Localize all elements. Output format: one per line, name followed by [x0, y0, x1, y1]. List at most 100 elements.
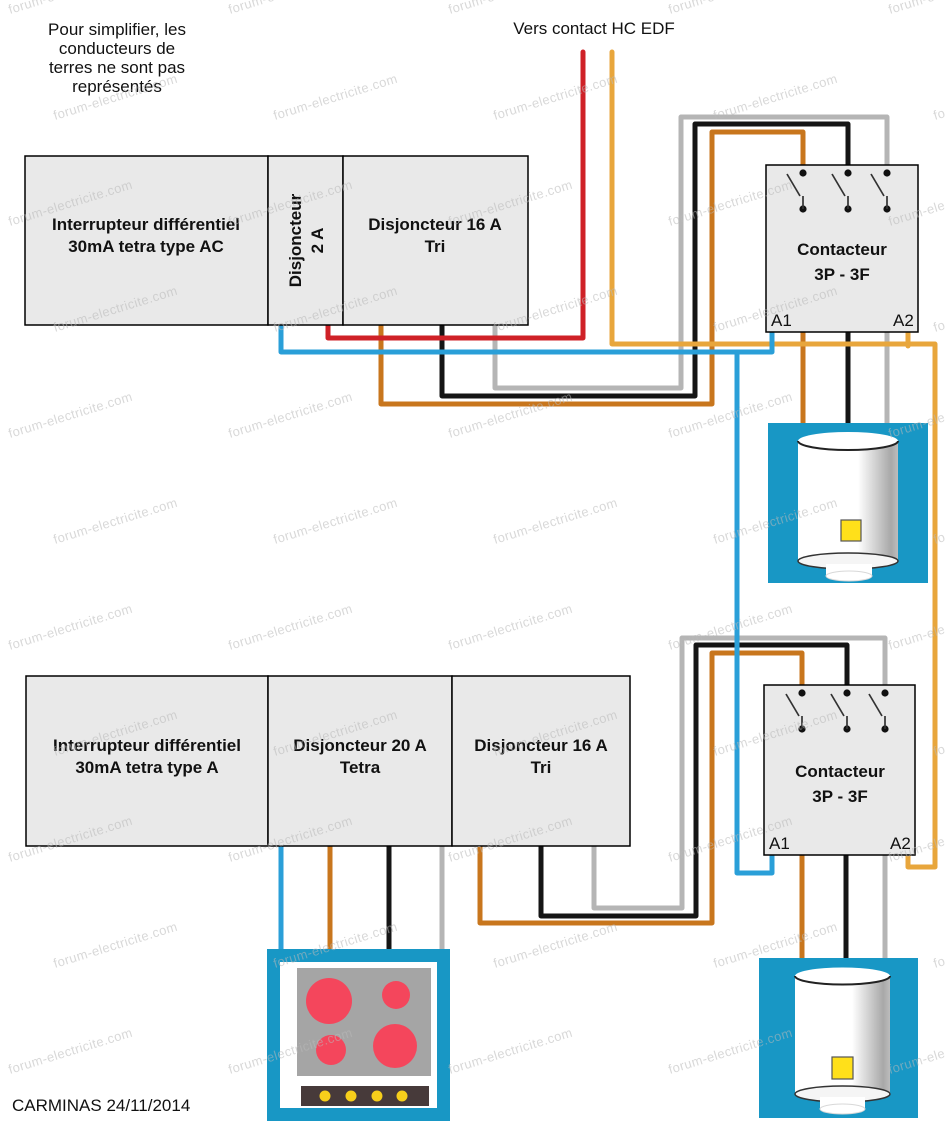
rcd-type-a-box: [25, 675, 269, 847]
water-heater-2: [759, 958, 918, 1118]
signature: CARMINAS 24/11/2014: [12, 1096, 190, 1115]
breaker-16a-tri-box: [342, 155, 529, 326]
rcd-type-ac-label-2: 30mA tetra type AC: [68, 237, 224, 256]
watermark-text: forum-electricite.com: [666, 0, 794, 17]
water-heater-2-foot: [820, 1097, 865, 1108]
pole-switch-3: [868, 689, 889, 733]
rcd-type-ac-label-1: Interrupteur différentiel: [52, 215, 240, 234]
rcd-type-a-label-1: Interrupteur différentiel: [53, 736, 241, 755]
contactor1: Contacteur 3P - 3F A1 A2: [765, 164, 919, 333]
contactor2: Contacteur 3P - 3F A1 A2: [763, 684, 916, 856]
hob-ring-small-left: [316, 1035, 346, 1065]
water-heater-2-rim: [794, 975, 891, 986]
pole-blade: [868, 693, 883, 717]
rcd-type-ac-box: [24, 155, 269, 326]
pole-top-terminal: [881, 689, 889, 697]
contactor2-poles: [785, 689, 889, 733]
note-line-2: conducteurs de: [59, 39, 175, 58]
pole-blade: [870, 173, 885, 197]
cooktop-knob-4: [396, 1090, 408, 1102]
watermark-text: forum-electricite.com: [491, 71, 619, 123]
note-line-3: terres ne sont pas: [49, 58, 185, 77]
watermark-text: forum-electricite.com: [886, 0, 945, 17]
pole-switch-1: [785, 689, 806, 733]
watermark-text: forum-electricite.com: [491, 919, 619, 971]
contactor1-box: [765, 164, 919, 333]
pole-top-terminal: [844, 169, 852, 177]
breaker-16a-tri-label-1: Disjoncteur 16 A: [368, 215, 502, 234]
contactor2-label-2: 3P - 3F: [812, 787, 867, 806]
watermark-text: forum-electricite.com: [226, 0, 354, 17]
watermark-text: forum-electricite.com: [271, 71, 399, 123]
water-heater-2-foot-base: [819, 1103, 866, 1115]
wire-phase3-breaker16a2-to-contactor2: [591, 635, 888, 911]
hc-edf-label: Vers contact HC EDF: [513, 19, 675, 38]
breaker-16a-tri-2-label-2: Tri: [531, 758, 552, 777]
contactor2-a2-terminal: A2: [890, 834, 911, 853]
wire-phase1-breaker16a-to-contactor1: [378, 129, 806, 407]
watermark-text: forum-electricite.com: [271, 495, 399, 547]
cooktop-control-strip: [301, 1086, 429, 1106]
breaker-2a-label-1: Disjoncteur: [286, 193, 305, 287]
breaker-20a-tetra-label-2: Tetra: [340, 758, 381, 777]
contactor2-box: [763, 684, 916, 856]
watermark-text: forum-electricite.com: [51, 495, 179, 547]
breaker-16a-tri-label-2: Tri: [425, 237, 446, 256]
breaker-16a-tri-2-box: [451, 675, 631, 847]
water-heater-1-foot-base: [825, 570, 873, 582]
pole-top-terminal: [798, 689, 806, 697]
hob-ring-large-left: [306, 978, 352, 1024]
water-heater-1-rim: [797, 440, 899, 451]
wire-pilot-red-to-hc-contact: [325, 49, 586, 341]
row1-modules: Interrupteur différentiel 30mA tetra typ…: [24, 155, 529, 326]
row2-modules: Interrupteur différentiel 30mA tetra typ…: [25, 675, 631, 847]
contactor1-label-1: Contacteur: [797, 240, 887, 259]
wire-phase2-breaker16a2-to-contactor2: [538, 642, 850, 919]
contactor2-a1-terminal: A1: [769, 834, 790, 853]
water-heater-2-tank-top: [795, 967, 890, 985]
watermark-text: forum-electricite.com: [446, 1025, 574, 1077]
wire-pilot-yellow-from-hc-contact: [609, 49, 938, 870]
wire-phase2-breaker16a-to-contactor1: [439, 121, 851, 399]
simplification-note: Pour simplifier, les conducteurs de terr…: [48, 20, 186, 96]
watermark-text: forum-electricite.com: [6, 0, 134, 17]
watermark-text: forum-electricite.com: [51, 919, 179, 971]
contactor1-a2-terminal: A2: [893, 311, 914, 330]
watermark-text: forum-electricite.com: [931, 71, 945, 123]
cooktop-knob-3: [371, 1090, 383, 1102]
pole-switch-2: [830, 689, 851, 733]
breaker-20a-tetra-label-1: Disjoncteur 20 A: [293, 736, 427, 755]
contactor1-poles: [786, 169, 891, 213]
breaker-2a-box: [267, 155, 344, 326]
hob-ring-large-right: [373, 1024, 417, 1068]
cooktop-knob-2: [345, 1090, 357, 1102]
water-heater-1-thermostat: [840, 519, 862, 542]
water-heater-1: [768, 423, 928, 583]
watermark-text: forum-electricite.com: [226, 601, 354, 653]
breaker-2a-label-2: 2 A: [308, 228, 327, 254]
pole-switch-1: [786, 169, 807, 213]
wire-neutral-blue-to-contactor2-a1: [734, 349, 775, 876]
pole-top-terminal: [799, 169, 807, 177]
wire-layer: [278, 49, 938, 964]
pole-blade: [785, 693, 800, 717]
pole-top-terminal: [883, 169, 891, 177]
note-line-1: Pour simplifier, les: [48, 20, 186, 39]
pole-switch-3: [870, 169, 891, 213]
hob-ring-small-right: [382, 981, 410, 1009]
contactor2-label-1: Contacteur: [795, 762, 885, 781]
rcd-type-a-label-2: 30mA tetra type A: [75, 758, 218, 777]
watermark-text: forum-electricite.com: [6, 1025, 134, 1077]
wire-phase3-breaker16a-to-contactor1: [492, 114, 890, 391]
water-heater-1-foot: [826, 564, 872, 575]
water-heater-1-tank-top: [798, 432, 898, 450]
breaker-20a-tetra-box: [267, 675, 453, 847]
cooktop-knob-1: [319, 1090, 331, 1102]
cooktop: [267, 949, 450, 1121]
watermark-text: forum-electricite.com: [446, 601, 574, 653]
watermark-text: forum-electricite.com: [446, 0, 574, 17]
contactor1-label-2: 3P - 3F: [814, 265, 869, 284]
pole-switch-2: [831, 169, 852, 213]
